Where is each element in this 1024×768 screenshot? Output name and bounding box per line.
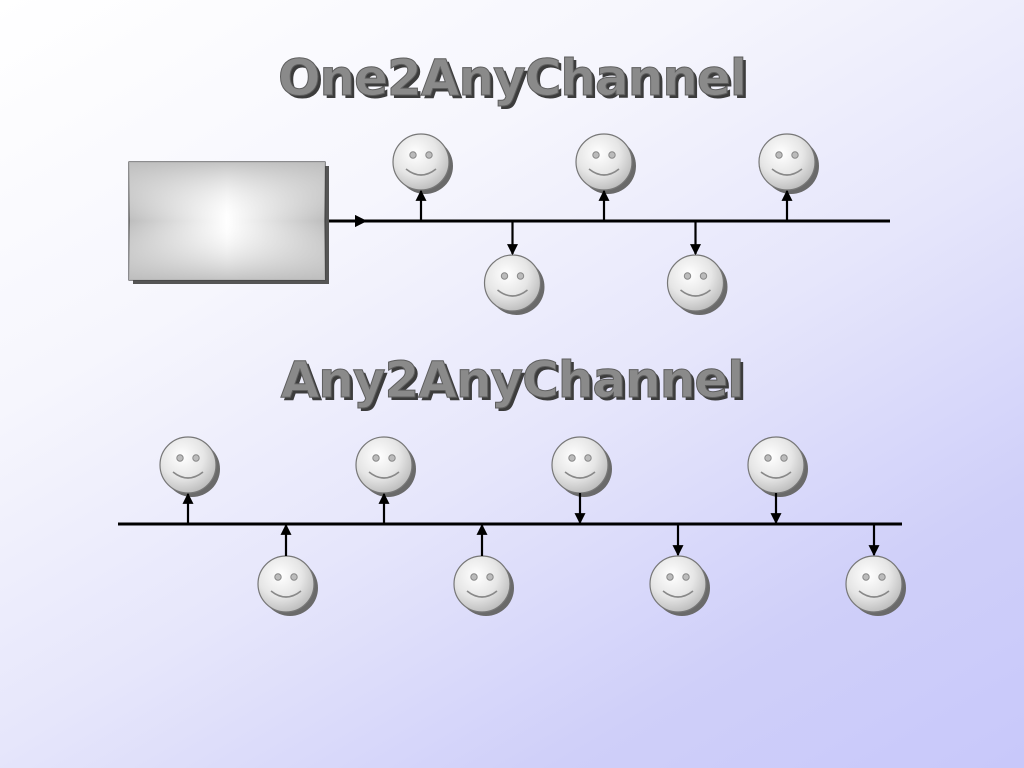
smiley-face-icon [747, 436, 808, 497]
smiley-face-icon [355, 436, 416, 497]
one2any-users [392, 133, 819, 315]
smiley-face-icon [483, 254, 545, 315]
source-process-box [128, 161, 329, 284]
smiley-face-icon [392, 133, 453, 194]
smiley-face-icon [159, 436, 220, 497]
smiley-face-icon [666, 254, 728, 315]
smiley-face-icon [575, 133, 636, 194]
smiley-face-icon [453, 555, 514, 616]
any2any-channel-title: Any2AnyChannel [280, 351, 745, 409]
smiley-face-icon [845, 555, 906, 616]
smiley-face-icon [551, 436, 612, 497]
smiley-face-icon [758, 133, 819, 194]
any2any-users [159, 436, 906, 616]
smiley-face-icon [257, 555, 318, 616]
smiley-face-icon [649, 555, 710, 616]
one2any-channel-title: One2AnyChannel [278, 49, 748, 107]
